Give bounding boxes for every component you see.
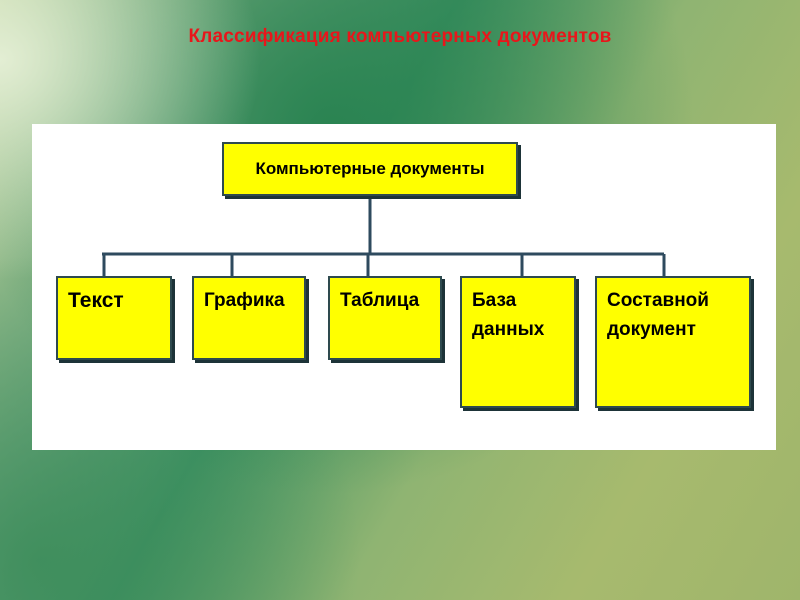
node-database: База данных <box>460 276 576 408</box>
node-text: Текст <box>56 276 172 360</box>
node-graphics: Графика <box>192 276 306 360</box>
connector-lines <box>102 198 666 276</box>
node-compound-document: Составной документ <box>595 276 751 408</box>
node-root: Компьютерные документы <box>222 142 518 196</box>
node-table: Таблица <box>328 276 442 360</box>
slide-title: Классификация компьютерных документов <box>188 26 612 47</box>
diagram-panel: Компьютерные документы Текст Графика Таб… <box>32 124 776 450</box>
